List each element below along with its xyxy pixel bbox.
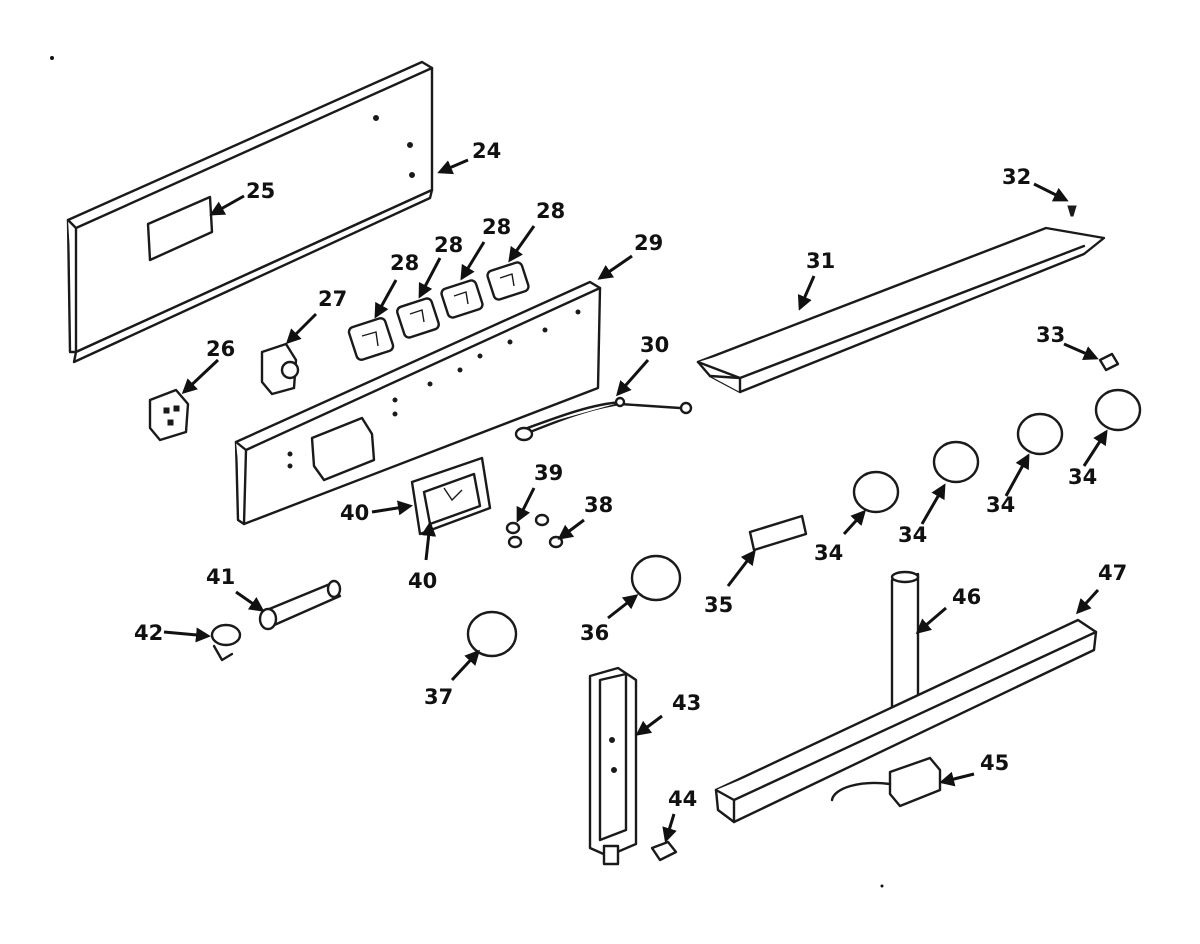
part-switch-row (347, 261, 530, 361)
stray-dot (880, 884, 884, 888)
label-28b: 28 (434, 233, 463, 257)
label-47: 47 (1098, 561, 1127, 585)
part-top-trim (696, 226, 1106, 394)
part-side-bracket (588, 666, 638, 866)
label-36: 36 (580, 621, 609, 645)
part-labels: 24 25 26 27 28 28 28 28 29 30 31 32 33 3… (134, 139, 1127, 811)
label-28c: 28 (482, 215, 511, 239)
label-40b: 40 (408, 569, 437, 593)
label-27: 27 (318, 287, 347, 311)
label-34d: 34 (1068, 465, 1097, 489)
label-32: 32 (1002, 165, 1031, 189)
part-panel-window (146, 195, 214, 262)
label-41: 41 (206, 565, 235, 589)
part-indicator-lights (505, 513, 564, 549)
part-wire-harness (514, 396, 693, 442)
label-37: 37 (424, 685, 453, 709)
label-34c: 34 (986, 493, 1015, 517)
label-42: 42 (134, 621, 163, 645)
label-29: 29 (634, 231, 663, 255)
leader-arrows (163, 158, 1108, 843)
part-screw (1067, 205, 1077, 217)
stray-dot (50, 56, 54, 60)
label-28d: 28 (536, 199, 565, 223)
label-45: 45 (980, 751, 1009, 775)
part-bottom-trim (714, 618, 1098, 824)
part-clock (410, 456, 492, 536)
part-terminal-block (830, 756, 942, 808)
label-44: 44 (668, 787, 697, 811)
part-knob-group (852, 388, 1142, 514)
label-31: 31 (806, 249, 835, 273)
part-lamp-socket (258, 579, 342, 631)
part-support-post (890, 570, 920, 718)
part-lamp-bulb (210, 623, 242, 662)
label-39: 39 (534, 461, 563, 485)
part-receptacle (148, 388, 190, 442)
part-clip-44 (650, 840, 678, 862)
label-26: 26 (206, 337, 235, 361)
label-34a: 34 (814, 541, 843, 565)
label-28a: 28 (390, 251, 419, 275)
part-control-panel (234, 280, 602, 526)
part-nameplate (748, 514, 808, 552)
part-knob-36 (630, 554, 682, 602)
label-34b: 34 (898, 523, 927, 547)
part-clip (1098, 352, 1120, 372)
part-back-panel (66, 60, 434, 364)
label-38: 38 (584, 493, 613, 517)
label-43: 43 (672, 691, 701, 715)
label-25: 25 (246, 179, 275, 203)
label-40: 40 (340, 501, 369, 525)
label-46: 46 (952, 585, 981, 609)
label-24: 24 (472, 139, 501, 163)
part-switch (260, 342, 300, 396)
label-33: 33 (1036, 323, 1065, 347)
label-35: 35 (704, 593, 733, 617)
label-30: 30 (640, 333, 669, 357)
part-knob-37 (466, 610, 518, 658)
